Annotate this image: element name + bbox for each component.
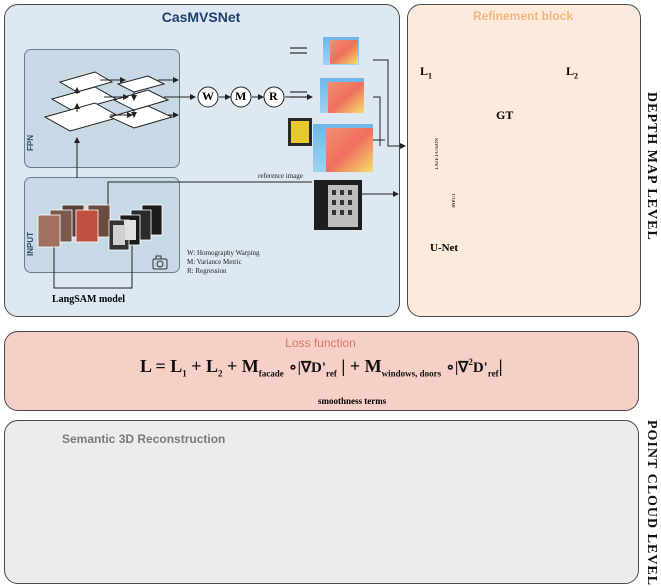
loss-panel: [4, 331, 639, 411]
op-m-label: M: [235, 89, 247, 103]
loss-formula: L = L1 + L2 + Mfacade ∘|∇D'ref | + Mwind…: [140, 356, 503, 379]
langsam-label: LangSAM model: [52, 294, 126, 305]
unet-input-label: INPUT: [452, 193, 457, 208]
legend-r: R: Regression: [187, 267, 227, 275]
depth-thumbnails: [288, 37, 373, 172]
point-cloud-level-label: POINT CLOUD LEVEL: [644, 420, 659, 587]
casmvsnet-title: CasMVSNet: [161, 9, 241, 25]
op-circles: [197, 86, 285, 108]
input-image-stack: [37, 204, 111, 248]
refinement-panel: [407, 4, 641, 317]
reconstruction-panel: [4, 420, 639, 584]
l2-label: L2: [566, 64, 579, 81]
camera-icon: [152, 255, 168, 270]
reference-image-label: reference image: [258, 172, 303, 180]
gt-label: GT: [496, 108, 514, 122]
op-w-label: W: [202, 89, 214, 103]
legend-w: W: Homography Warping: [187, 249, 260, 257]
mask-stack: [108, 204, 163, 251]
reconstruction-title: Semantic 3D Reconstruction: [62, 432, 226, 446]
smoothness-label: smoothness terms: [318, 396, 387, 406]
legend: W: Homography Warping M: Variance Metric…: [187, 249, 260, 276]
loss-title: Loss function: [285, 336, 356, 350]
refinement-title: Refinement block: [472, 9, 574, 23]
depth-map-level-label: DEPTH MAP LEVEL: [644, 92, 659, 241]
l1-label: L1: [420, 64, 433, 81]
unet-label: U-Net: [430, 242, 459, 254]
op-r-label: R: [269, 89, 278, 103]
late-fusion-label: LATE FUSION: [435, 138, 440, 170]
fpn-pyramid: [43, 71, 174, 132]
legend-m: M: Variance Metric: [187, 258, 242, 266]
